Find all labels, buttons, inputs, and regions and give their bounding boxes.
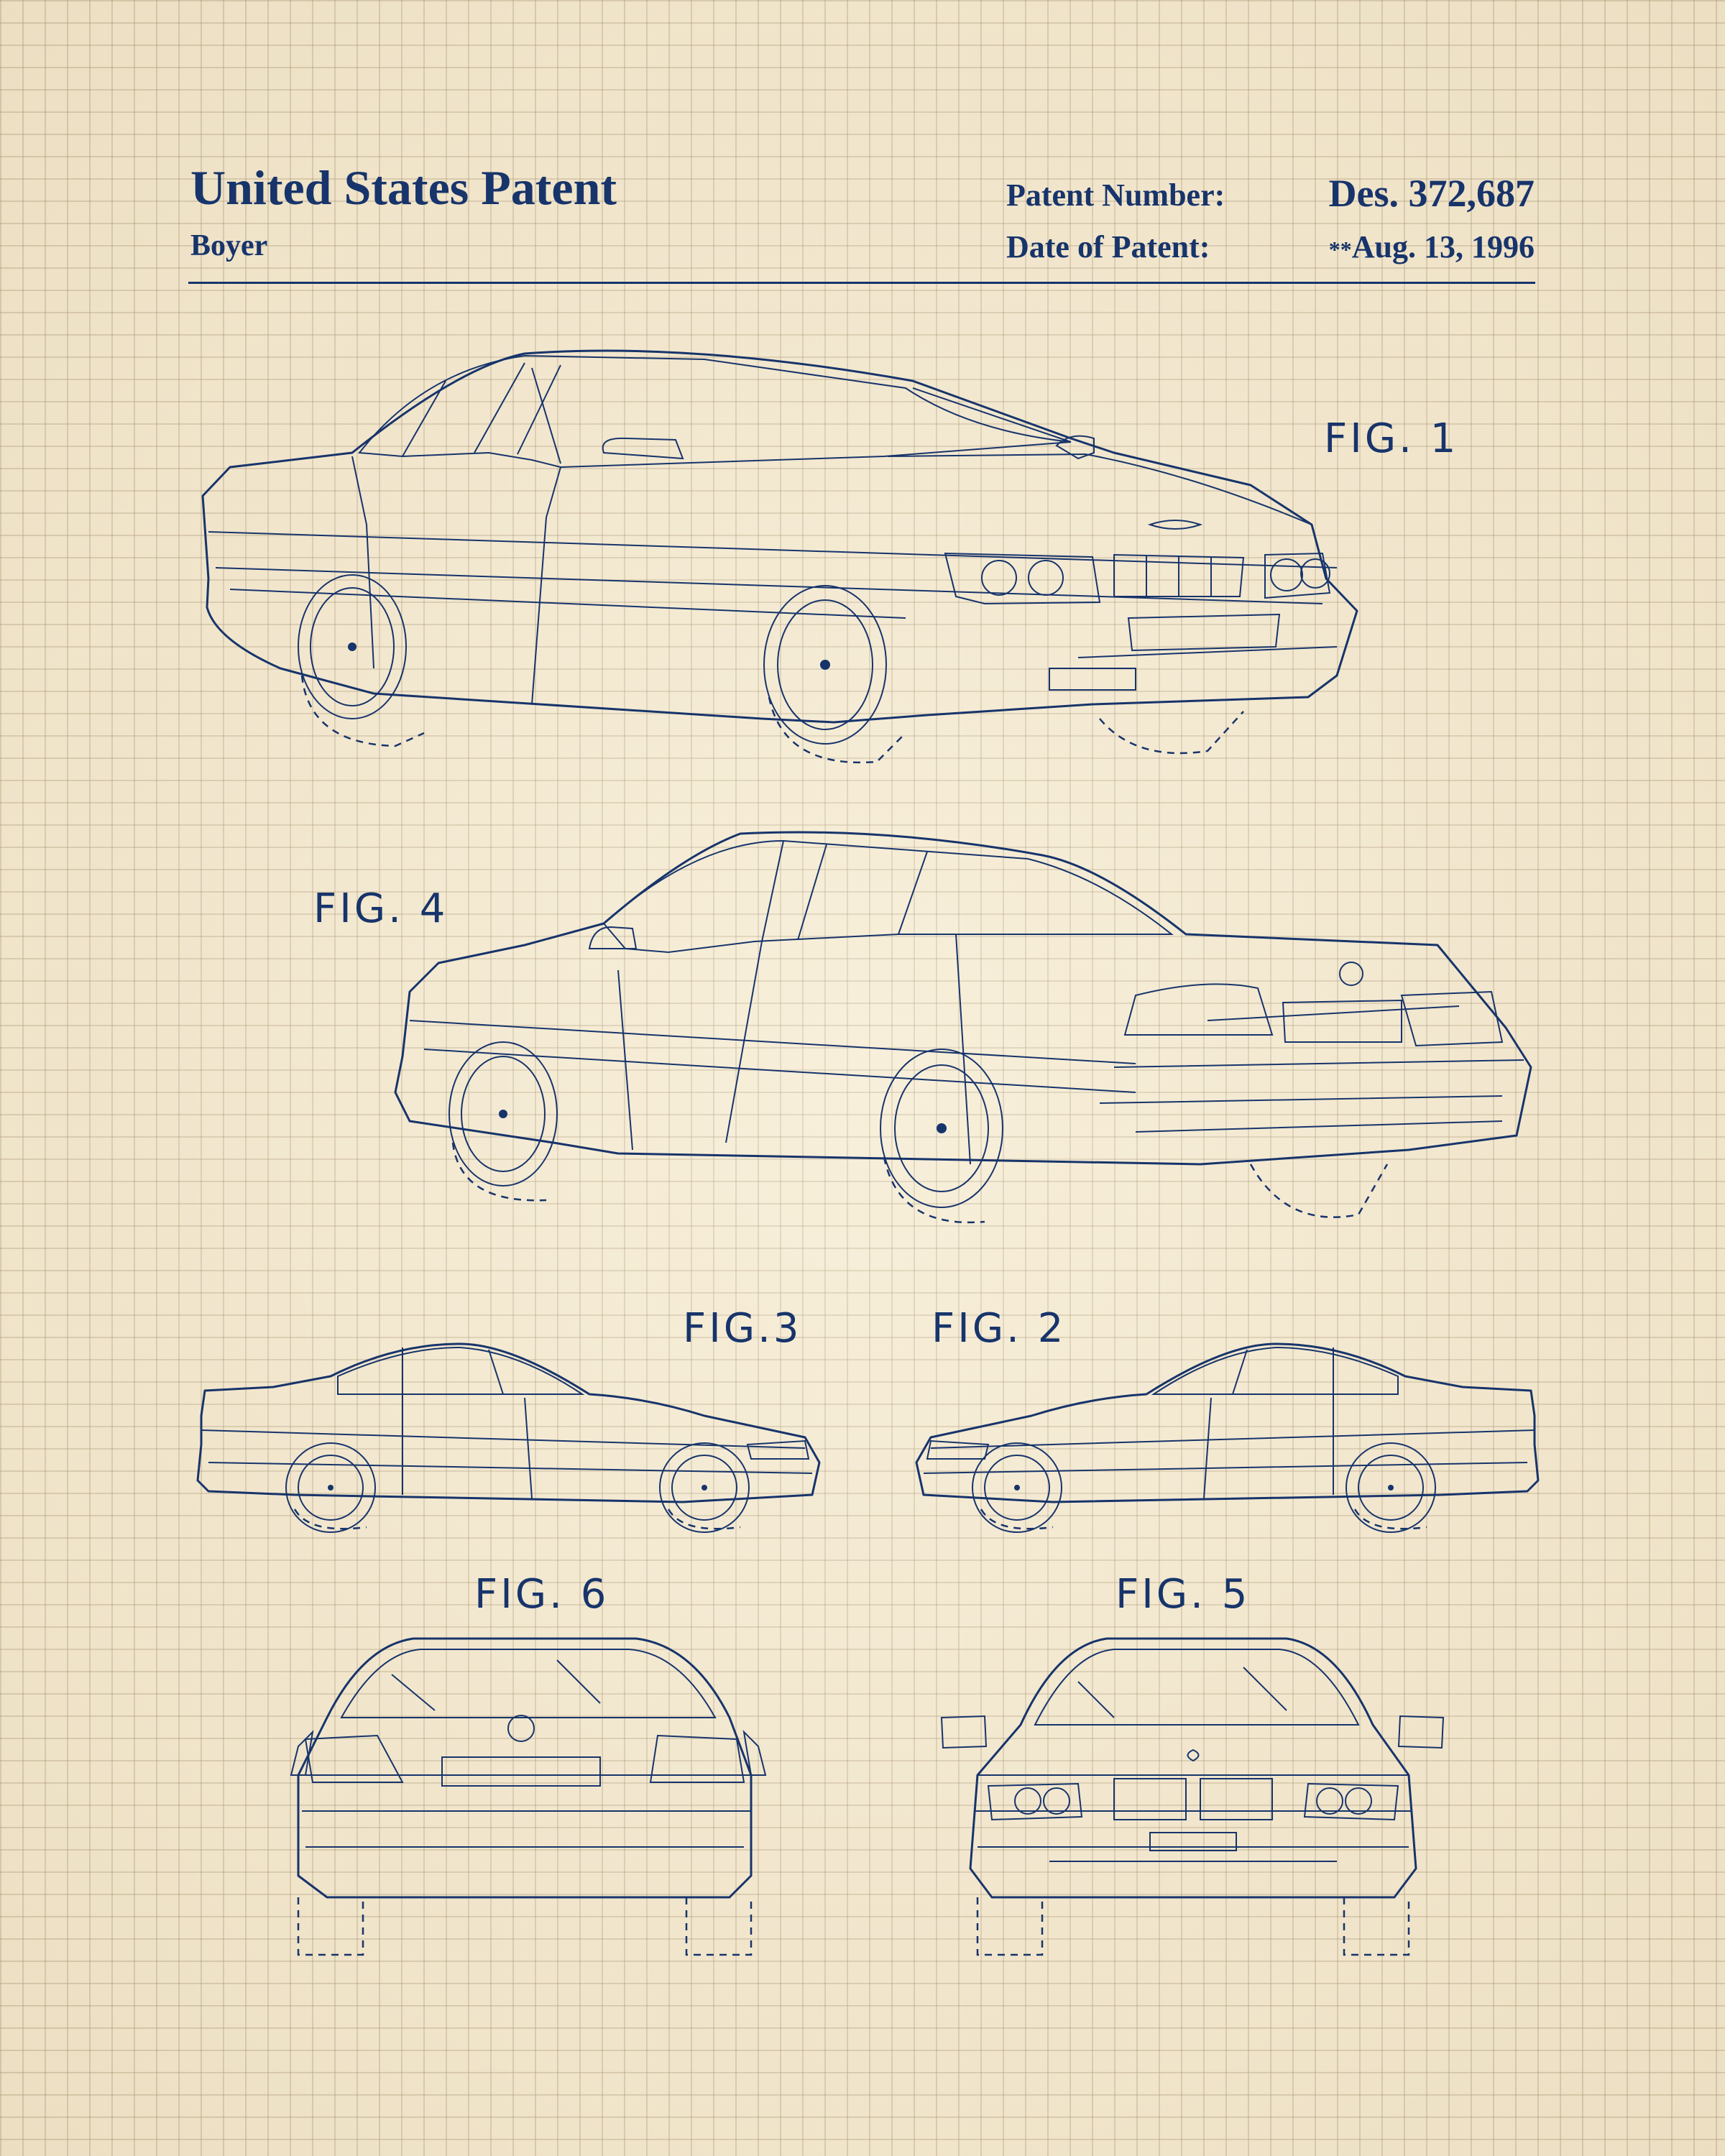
date-prefix: ** [1328, 236, 1352, 262]
patent-title: United States Patent [190, 160, 617, 215]
date-value: Aug. 13, 1996 [1351, 229, 1535, 264]
fig-1-label: FIG. 1 [1324, 415, 1459, 462]
fig-5-drawing [940, 1637, 1445, 1956]
fig-4-drawing [394, 831, 1532, 1224]
date-label: Date of Patent: [1006, 229, 1210, 264]
fig-6-label: FIG. 6 [474, 1571, 610, 1618]
patent-number-label: Patent Number: [1006, 178, 1225, 213]
header-rule [188, 282, 1535, 284]
fig-2-label: FIG. 2 [932, 1305, 1067, 1352]
fig-2-drawing [915, 1342, 1540, 1533]
fig-1-drawing [201, 349, 1358, 764]
date-of-patent: **Aug. 13, 1996 [1329, 229, 1535, 265]
fig-3-label: FIG.3 [683, 1305, 802, 1352]
fig-5-label: FIG. 5 [1116, 1571, 1251, 1618]
inventor-name: Boyer [190, 229, 268, 262]
patent-number: Des. 372,687 [1328, 172, 1535, 215]
fig-6-drawing [290, 1637, 767, 1956]
fig-3-drawing [196, 1342, 821, 1533]
fig-4-label: FIG. 4 [313, 885, 448, 932]
